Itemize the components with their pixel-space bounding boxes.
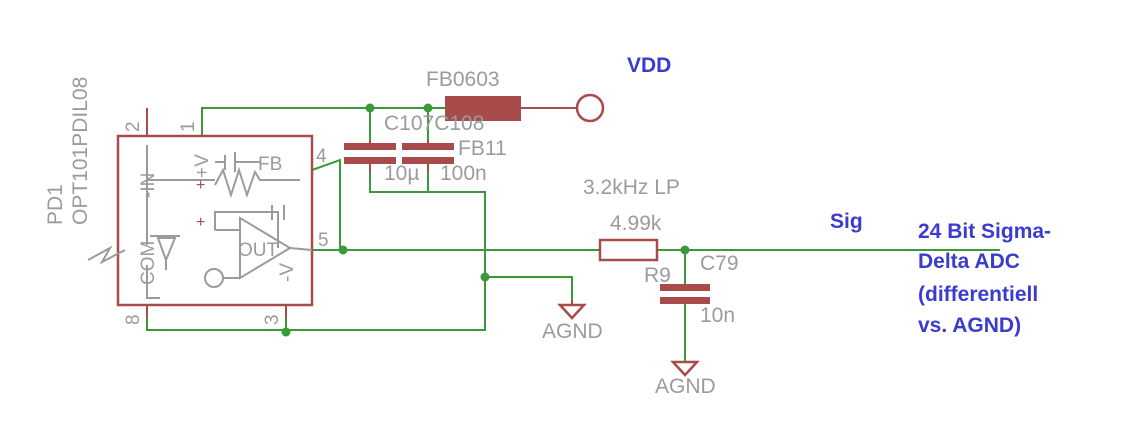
agnd-label-2: AGND [655,375,716,398]
adc-note-line-3: (differentiell [918,283,1038,306]
vdd-connector-icon [575,93,605,123]
out-inner-label: OUT [238,240,279,261]
in-minus-label: -IN [138,173,159,198]
pin-2-label: 2 [123,121,144,132]
wire-agnd1 [485,276,573,300]
capacitor-c79 [660,284,710,304]
junction-dot [480,272,490,282]
fb0603-label: FB0603 [426,68,500,91]
vdd-label: VDD [627,54,671,77]
junction-dot [338,245,348,255]
pin-5-label: 5 [318,230,329,251]
vplus-inner-label: +V [192,154,213,178]
adc-note-line-4: vs. AGND) [918,314,1021,337]
c107-c108-label: C107C108 [384,112,484,135]
cap-10u-label: 10µ [384,162,419,185]
lp-note-label: 3.2kHz LP [583,176,680,199]
com-inner-label: COM [138,241,159,285]
vminus-inner-label: -V [277,263,298,282]
pd1-part-label: OPT101PDIL08 [69,77,92,225]
cap-100n-label: 100n [440,162,487,185]
capacitor-c107 [344,140,396,172]
vplus-plus-sign: + [196,177,205,194]
junctions [281,103,690,337]
pin-3-label: 3 [262,314,283,325]
r-value-label: 4.99k [610,212,662,235]
junction-dot [423,103,433,113]
adc-note-line-2: Delta ADC [918,250,1020,273]
opt101-package [87,108,314,318]
ferrite-bead-fb0603 [445,93,605,123]
junction-dot [680,245,690,255]
fb-inner-label: FB [258,154,282,175]
wire-vdd-rail [201,107,445,135]
r9-label: R9 [644,264,671,287]
wire-cap-gnd-bus [146,172,486,331]
wire-pin4 [311,158,341,250]
cap-10n-label: 10n [700,304,735,327]
pd1-name-label: PD1 [44,184,67,225]
sig-label: Sig [830,210,863,233]
agnd-symbol-2 [670,360,700,377]
pin-4-label: 4 [316,146,327,167]
adc-note-line-1: 24 Bit Sigma- [918,220,1051,243]
wires [146,107,1000,362]
agnd-label-1: AGND [542,320,603,343]
pin-1-label: 1 [178,121,199,132]
agnd-symbol-1 [557,300,587,320]
pin-8-label: 8 [123,314,144,325]
pd-plus-sign: + [196,214,205,231]
fb11-label: FB11 [458,137,507,160]
capacitor-c108 [402,140,454,172]
resistor-r9 [598,238,659,262]
junction-dot [281,327,291,337]
c79-label: C79 [700,252,739,275]
junction-dot [365,103,375,113]
